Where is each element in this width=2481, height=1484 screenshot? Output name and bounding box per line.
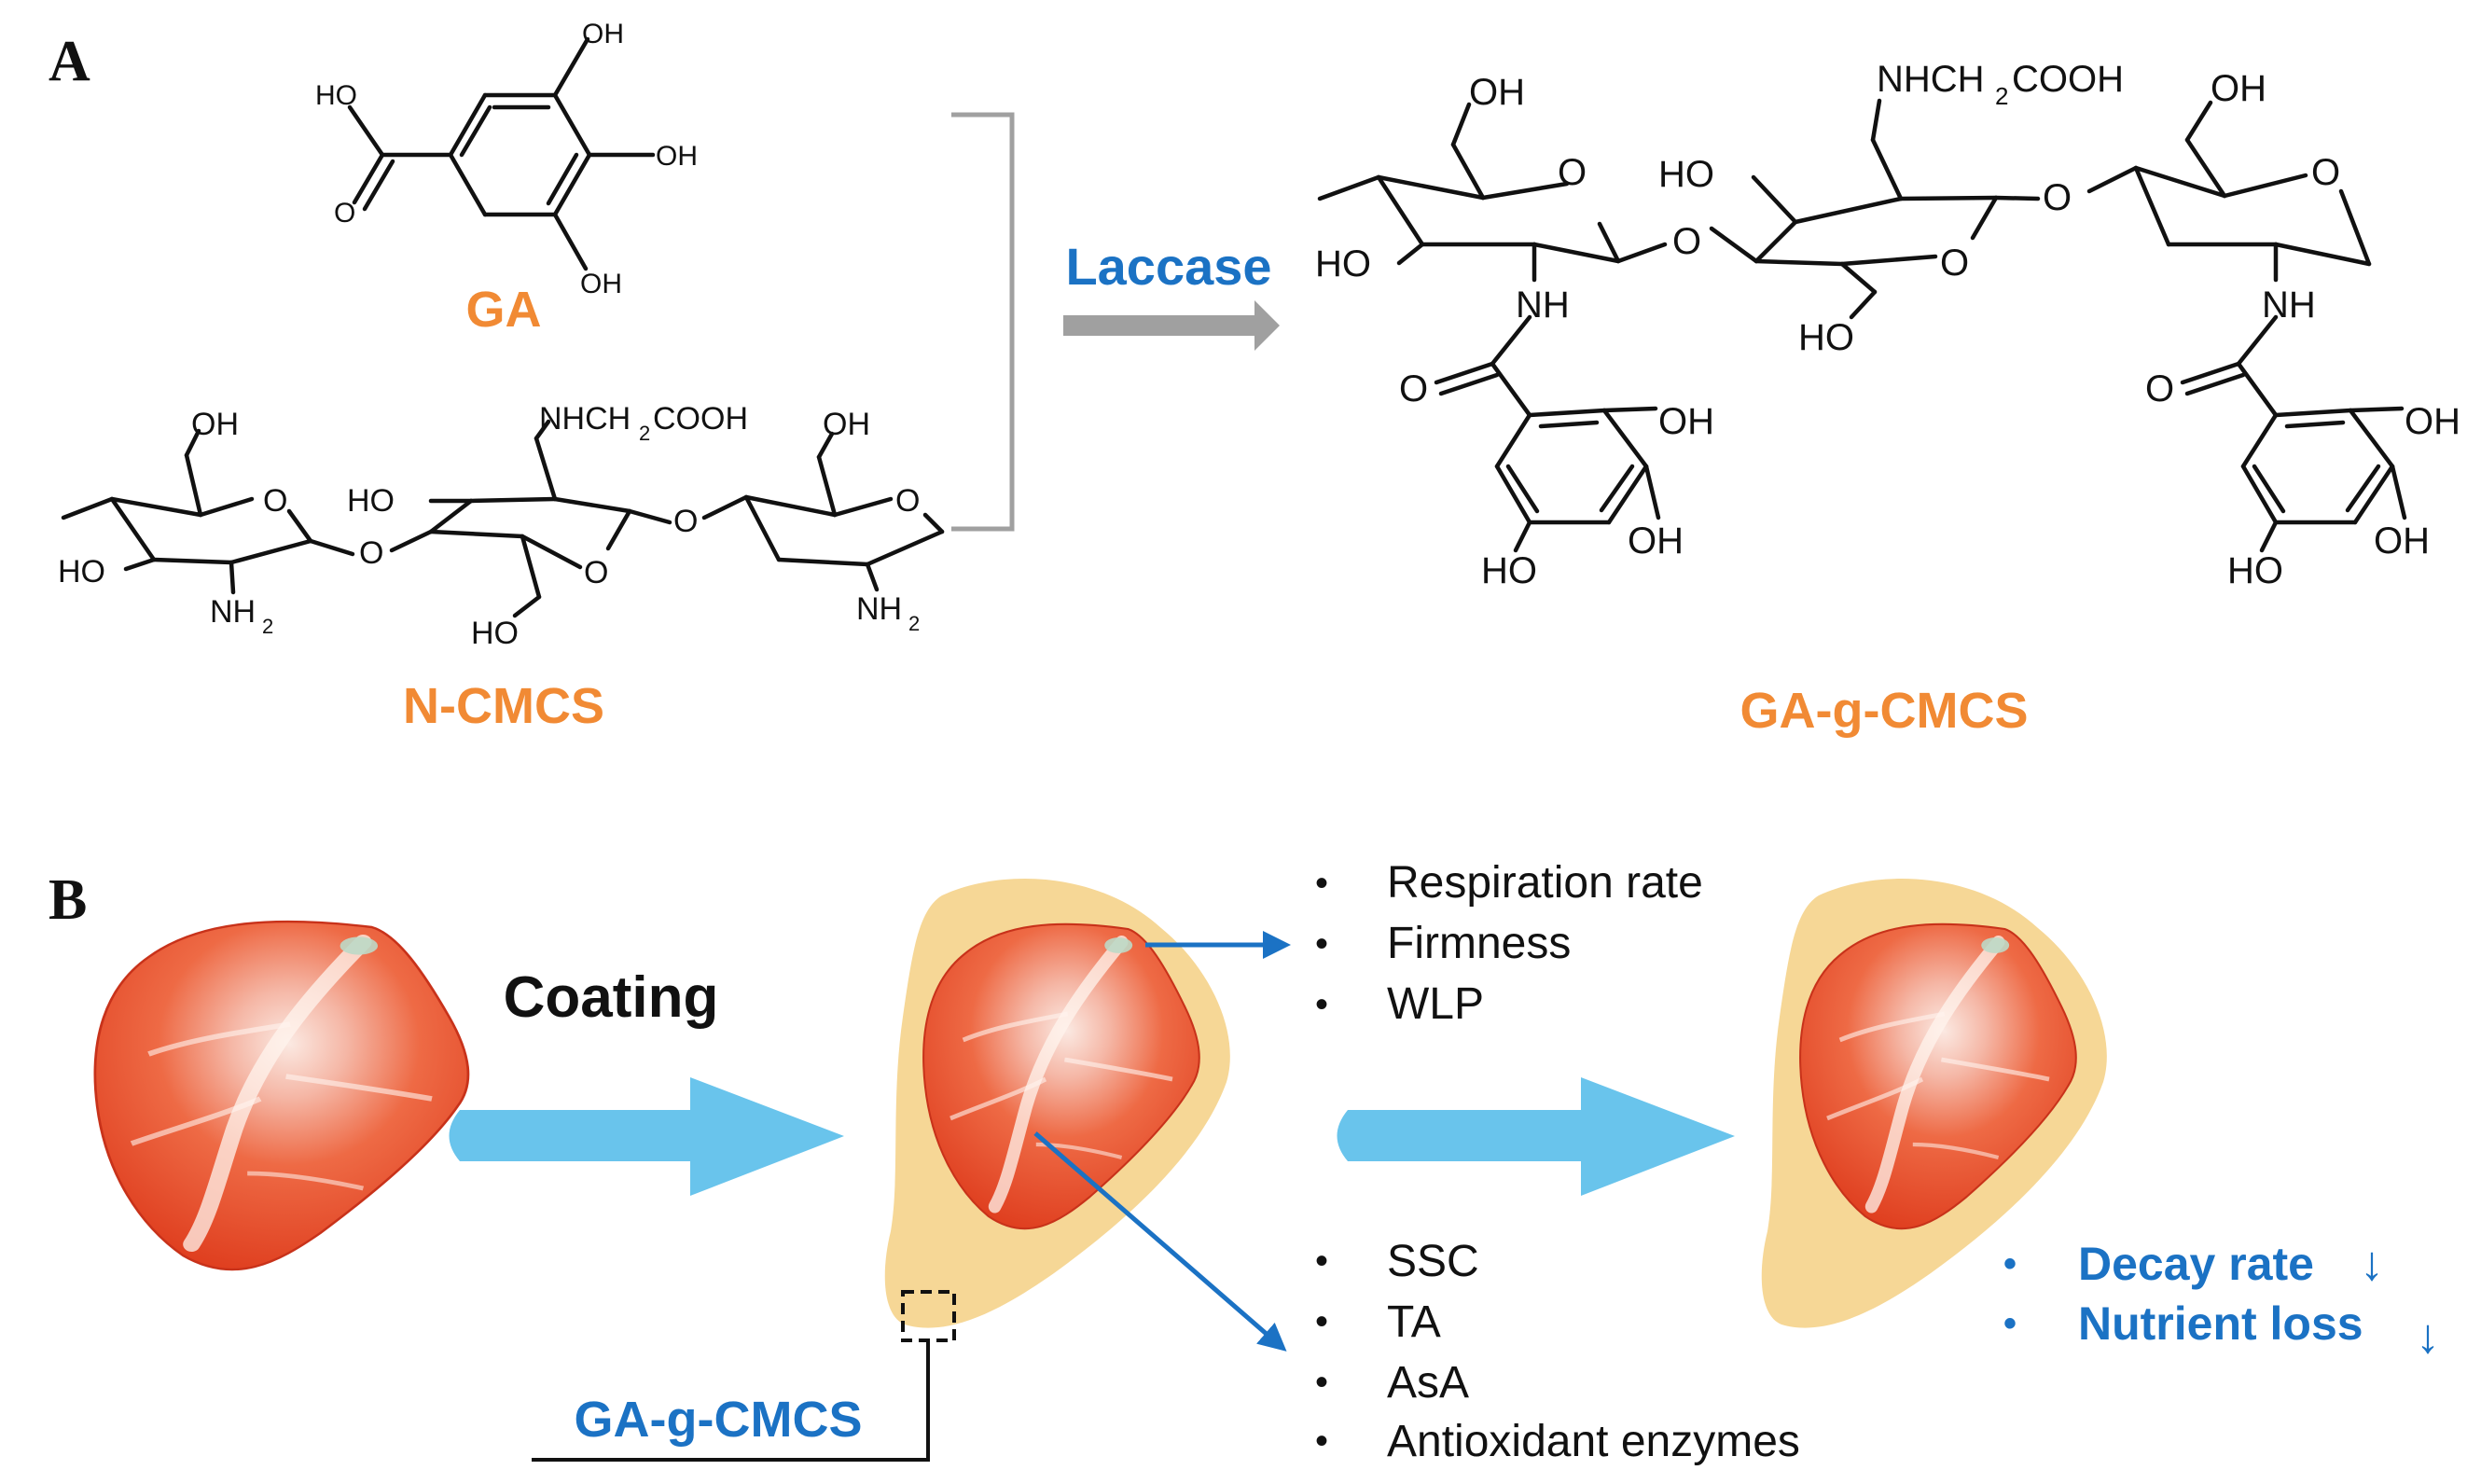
- ga-label: GA: [466, 282, 542, 338]
- prod-nh-2: NH: [2262, 284, 2316, 326]
- bullet-item: AsA: [1387, 1358, 1469, 1408]
- strawberry-uncoated: [95, 922, 468, 1269]
- bullet-item: SSC: [1387, 1237, 1479, 1286]
- ncmcs-ho-2: HO: [347, 483, 395, 519]
- coating-label: Coating: [504, 965, 719, 1030]
- result-nutrient-loss: Nutrient loss: [2078, 1297, 2363, 1350]
- prod-side-chain: NHCH 2 COOH: [1877, 59, 2124, 110]
- ncmcs-o-link-2: O: [673, 504, 698, 539]
- bullet-dot: •: [1315, 863, 1328, 904]
- prod-ho-2: HO: [1481, 550, 1537, 591]
- svg-text:COOH: COOH: [653, 401, 748, 437]
- bullet-list-top: • Respiration rate • Firmness • WLP: [1315, 858, 1703, 1029]
- ncmcs-ho-3: HO: [471, 616, 519, 651]
- laccase-arrow: [1063, 300, 1280, 351]
- strawberry-stored: [1761, 879, 2107, 1328]
- result-decay-rate: Decay rate: [2078, 1238, 2314, 1290]
- prod-o-link-2: O: [2043, 177, 2072, 218]
- prod-o-carbonyl-2: O: [2145, 368, 2174, 409]
- prod-oh-2: OH: [1658, 401, 1714, 442]
- prod-ho-3: HO: [1658, 154, 1714, 195]
- panel-b-letter: B: [49, 868, 87, 932]
- bullet-dot: •: [1315, 1301, 1328, 1342]
- prod-oh-5: OH: [2405, 401, 2460, 442]
- n-cmcs-structure: OH O HO NH 2 O HO NHCH 2 COOH O HO O OH …: [58, 401, 945, 651]
- ga-oh-bottom: OH: [580, 269, 622, 299]
- ncmcs-o-ring-2: O: [584, 555, 608, 590]
- bullet-dot: •: [1315, 1241, 1328, 1282]
- ncmcs-oh-3: OH: [823, 407, 870, 442]
- gallic-acid-structure: OH HO O OH OH: [315, 19, 698, 299]
- ga-g-cmcs-structure: OH O HO NH O OH OH HO O HO NHCH 2 COOH O…: [1315, 59, 2460, 591]
- prod-oh-4: OH: [2211, 68, 2266, 109]
- bullet-item: Respiration rate: [1387, 858, 1703, 908]
- prod-o-ring-2: O: [1940, 243, 1969, 284]
- bullet-dot: •: [1315, 1362, 1328, 1403]
- bullet-item: TA: [1387, 1297, 1441, 1347]
- prod-ho-5: HO: [2227, 550, 2283, 591]
- ga-ho-acid: HO: [315, 80, 357, 111]
- ga-o-acid: O: [334, 198, 355, 229]
- prod-nh-1: NH: [1516, 284, 1570, 326]
- svg-text:COOH: COOH: [2012, 59, 2124, 100]
- bullet-dot: •: [1315, 923, 1328, 964]
- svg-text:NHCH: NHCH: [1877, 59, 1985, 100]
- ga-oh-top: OH: [582, 19, 624, 49]
- ncmcs-o-ring-3: O: [895, 483, 920, 519]
- prod-oh-6: OH: [2374, 520, 2430, 562]
- laccase-label: Laccase: [1065, 237, 1271, 296]
- prod-o-link-1: O: [1672, 221, 1701, 262]
- bullet-item: WLP: [1387, 979, 1484, 1029]
- ncmcs-o-ring-1: O: [263, 483, 287, 519]
- bullet-item: Antioxidant enzymes: [1387, 1417, 1800, 1466]
- pointer-arrow-bottom: [1033, 1131, 1287, 1352]
- prod-o-ring-1: O: [1558, 152, 1587, 193]
- svg-text:NH: NH: [210, 594, 256, 630]
- result-bullet: •: [2003, 1303, 2017, 1344]
- ncmcs-nh2-3: NH 2: [856, 591, 920, 635]
- bullet-dot: •: [1315, 1421, 1328, 1462]
- prod-oh-3: OH: [1628, 520, 1684, 562]
- n-cmcs-label: N-CMCS: [403, 678, 604, 734]
- bullet-dot: •: [1315, 984, 1328, 1025]
- bullet-item: Firmness: [1387, 919, 1571, 968]
- panel-a-letter: A: [49, 30, 90, 93]
- ncmcs-oh-1: OH: [191, 407, 239, 442]
- ga-oh-mid: OH: [656, 141, 698, 172]
- svg-text:2: 2: [908, 612, 920, 635]
- svg-text:2: 2: [1995, 82, 2008, 110]
- ncmcs-o-link-1: O: [359, 535, 383, 571]
- svg-text:2: 2: [262, 615, 273, 638]
- result-down-arrow: ↓: [2360, 1237, 2384, 1291]
- svg-text:NH: NH: [856, 591, 902, 627]
- svg-text:2: 2: [639, 422, 650, 445]
- ncmcs-nh2-1: NH 2: [210, 594, 273, 638]
- prod-o-carbonyl-1: O: [1399, 368, 1428, 409]
- process-arrow-2: [1337, 1077, 1735, 1196]
- reactant-bracket: [951, 112, 1015, 532]
- ga-g-cmcs-label: GA-g-CMCS: [1740, 683, 2029, 739]
- svg-text:NHCH: NHCH: [539, 401, 631, 437]
- process-arrow-1: [449, 1077, 844, 1196]
- prod-ho-1: HO: [1315, 243, 1371, 284]
- prod-oh-1: OH: [1469, 72, 1525, 113]
- ncmcs-side-chain: NHCH 2 COOH: [539, 401, 748, 445]
- result-down-arrow: ↓: [2416, 1310, 2440, 1364]
- prod-o-ring-3: O: [2311, 152, 2340, 193]
- coating-material-label: GA-g-CMCS: [575, 1392, 863, 1448]
- bullet-list-bottom: • SSC • TA • AsA • Antioxidant enzymes: [1315, 1237, 1800, 1466]
- prod-ho-4: HO: [1798, 317, 1854, 358]
- coating-zoom-box: [532, 1290, 956, 1462]
- strawberry-coated: [884, 879, 1230, 1328]
- result-bullet: •: [2003, 1243, 2017, 1284]
- ncmcs-ho-1: HO: [58, 554, 105, 589]
- results-list: • Decay rate ↓ • Nutrient loss ↓: [2003, 1237, 2440, 1364]
